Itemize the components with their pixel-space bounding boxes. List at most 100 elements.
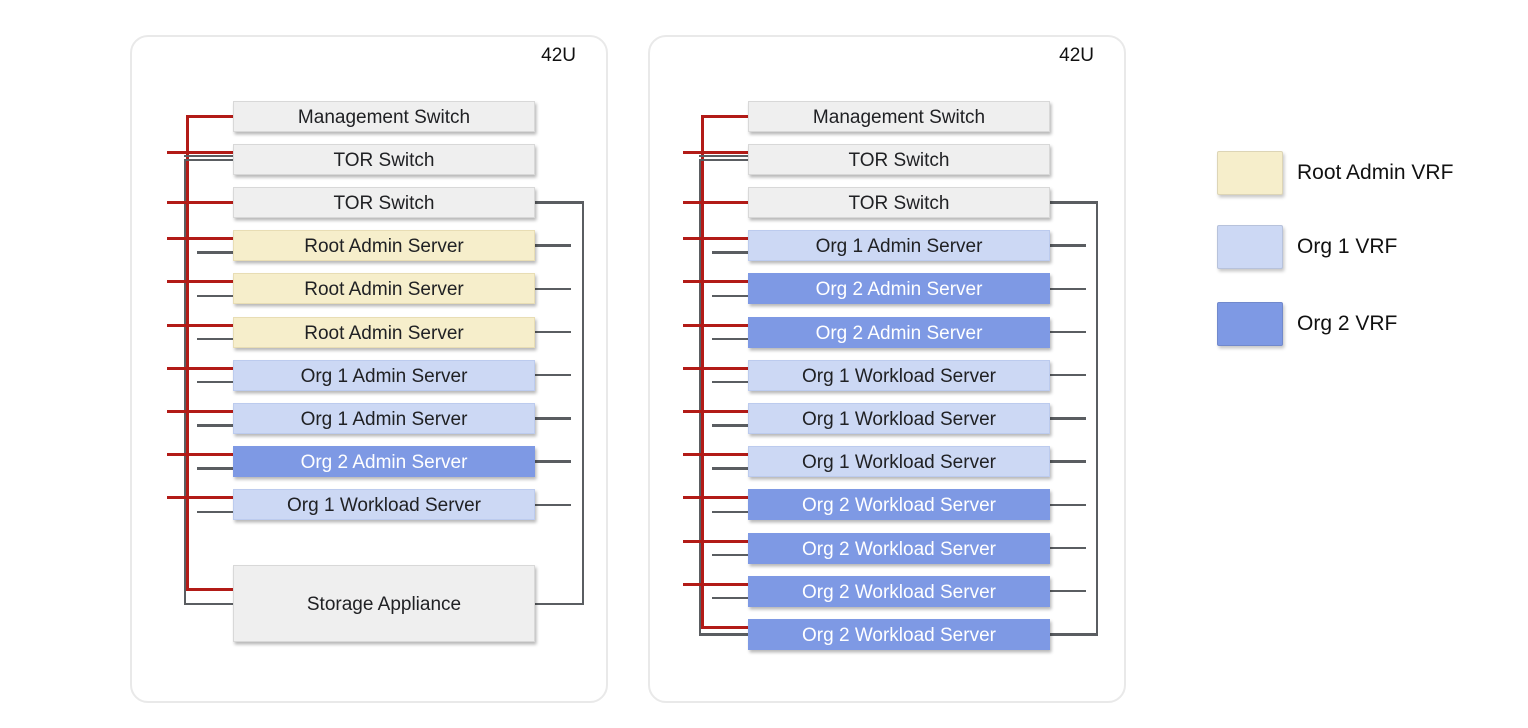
management-network-line	[700, 116, 704, 628]
rack-capacity-label: 42U	[1059, 45, 1094, 66]
legend-swatch	[1217, 302, 1283, 346]
rack-capacity-label: 42U	[541, 45, 576, 66]
data-network-line	[535, 460, 571, 463]
management-network-line	[700, 625, 748, 629]
legend-item: Org 1 VRF	[1217, 225, 1517, 269]
rack-unit: Root Admin Server	[233, 316, 535, 348]
management-network-line	[167, 409, 233, 413]
management-network-line	[683, 237, 748, 241]
data-network-line	[1050, 330, 1086, 334]
rack-unit: Org 2 Admin Server	[748, 273, 1050, 305]
rack-unit: Org 2 Admin Server	[233, 446, 535, 478]
data-network-line	[1050, 287, 1086, 291]
data-network-line	[1050, 244, 1086, 247]
storage-appliance-unit: Storage Appliance	[233, 565, 535, 642]
rack-unit: Org 1 Admin Server	[233, 359, 535, 391]
legend-label: Org 2 VRF	[1297, 312, 1398, 335]
rack-unit: TOR Switch	[233, 143, 535, 175]
data-network-line	[1050, 417, 1086, 420]
rack-unit: Org 1 Workload Server	[748, 402, 1050, 434]
data-network-line	[581, 202, 585, 605]
rack-unit: Org 1 Admin Server	[233, 402, 535, 434]
data-network-line	[183, 602, 233, 606]
data-network-line	[712, 467, 748, 470]
management-network-line	[683, 150, 748, 154]
management-network-line	[683, 323, 748, 327]
rack-unit: Org 1 Admin Server	[748, 230, 1050, 262]
data-network-line	[197, 467, 233, 470]
data-network-line	[535, 244, 571, 247]
data-network-line	[535, 330, 571, 334]
data-network-line	[535, 373, 571, 377]
rack-unit: Org 2 Workload Server	[748, 618, 1050, 650]
management-network-line	[700, 114, 748, 118]
management-network-line	[167, 323, 233, 327]
legend-item: Root Admin VRF	[1217, 151, 1517, 195]
legend-item: Org 2 VRF	[1217, 302, 1517, 346]
data-network-line	[183, 155, 233, 158]
management-network-line	[167, 200, 233, 204]
legend-swatch	[1217, 151, 1283, 195]
management-network-line	[683, 582, 748, 586]
rack-unit: Org 2 Workload Server	[748, 532, 1050, 564]
management-network-line	[683, 453, 748, 457]
management-network-line	[167, 237, 233, 241]
data-network-line	[535, 417, 571, 420]
rack-unit: Root Admin Server	[233, 230, 535, 262]
data-network-line	[197, 337, 233, 341]
management-network-line	[167, 453, 233, 457]
management-network-line	[185, 587, 233, 591]
data-network-line	[1050, 201, 1099, 204]
legend-label: Org 1 VRF	[1297, 235, 1398, 258]
rack-unit: Org 2 Workload Server	[748, 489, 1050, 521]
management-network-line	[185, 116, 189, 590]
data-network-line	[1050, 373, 1086, 377]
management-network-line	[167, 496, 233, 500]
legend-swatch	[1217, 225, 1283, 269]
data-network-line	[1095, 202, 1099, 635]
data-network-line	[1050, 633, 1099, 636]
rack-unit: Org 1 Workload Server	[233, 489, 535, 521]
data-network-line	[1050, 546, 1086, 550]
data-network-line	[197, 380, 233, 384]
management-network-line	[683, 200, 748, 204]
data-network-line	[197, 424, 233, 427]
rack-unit: Org 1 Workload Server	[748, 446, 1050, 478]
data-network-line	[712, 596, 748, 600]
rack-unit: Org 2 Workload Server	[748, 575, 1050, 607]
rack-unit: Management Switch	[748, 100, 1050, 132]
data-network-line	[197, 294, 233, 298]
data-network-line	[712, 424, 748, 427]
data-network-line	[535, 602, 585, 606]
data-network-line	[535, 201, 585, 204]
data-network-line	[183, 159, 233, 162]
data-network-line	[712, 251, 748, 254]
data-network-line	[535, 287, 571, 291]
legend-label: Root Admin VRF	[1297, 161, 1454, 184]
management-network-line	[683, 496, 748, 500]
data-network-line	[712, 380, 748, 384]
management-network-line	[683, 280, 748, 284]
rack-unit: Org 2 Admin Server	[748, 316, 1050, 348]
rack-unit: TOR Switch	[748, 143, 1050, 175]
rack-unit: TOR Switch	[748, 186, 1050, 218]
data-network-line	[197, 251, 233, 254]
management-network-line	[167, 366, 233, 370]
rack-unit: Org 1 Workload Server	[748, 359, 1050, 391]
data-network-line	[1050, 589, 1086, 593]
data-network-line	[1050, 460, 1086, 463]
data-network-line	[712, 510, 748, 514]
data-network-line	[712, 294, 748, 298]
data-network-line	[183, 159, 187, 605]
rack-unit: Root Admin Server	[233, 273, 535, 305]
rack-unit: TOR Switch	[233, 186, 535, 218]
rack-unit: Management Switch	[233, 100, 535, 132]
data-network-line	[698, 155, 748, 158]
management-network-line	[683, 366, 748, 370]
management-network-line	[167, 150, 233, 154]
data-network-line	[1050, 503, 1086, 507]
data-network-line	[698, 159, 748, 162]
data-network-line	[712, 553, 748, 557]
management-network-line	[683, 539, 748, 543]
